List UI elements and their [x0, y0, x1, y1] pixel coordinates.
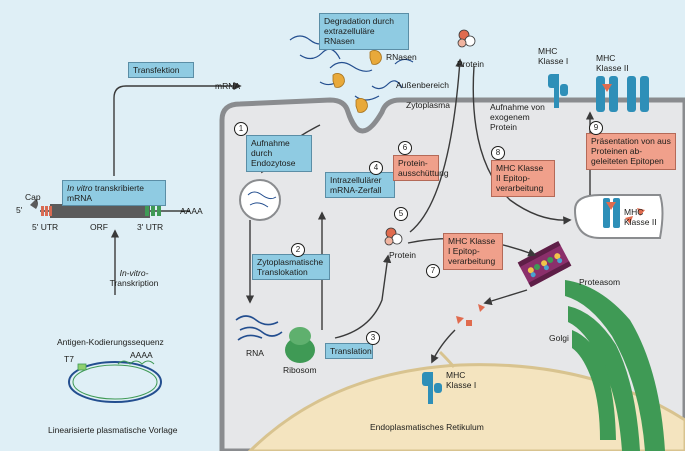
step-8: 8: [491, 146, 505, 160]
mhc-class-i-er: [422, 372, 442, 404]
aufnahme-endozytose-box: Aufnahme durch Endozytose: [246, 135, 312, 172]
step-3: 3: [366, 331, 380, 345]
cytoplasm-rna: [235, 315, 283, 341]
step-2: 2: [291, 243, 305, 257]
step-1: 1: [234, 122, 248, 136]
protein-ausschuettung-box: Protein-ausschüttung: [393, 155, 449, 182]
mhc-klasse-i-top-label: MHC Klasse I: [538, 46, 569, 67]
plasmid: [68, 360, 162, 403]
translation-box: Translation: [325, 343, 373, 360]
utr5-label: 5' UTR: [32, 222, 59, 232]
polya-plasmid-label: AAAA: [130, 350, 153, 360]
antigen-label: Antigen-Kodierungssequenz: [57, 337, 164, 347]
invitro-transkription-italic: In-vitro-: [119, 268, 149, 278]
er-label: Endoplasmatisches Retikulum: [370, 422, 484, 432]
step-5: 5: [394, 207, 408, 221]
rnases: [332, 50, 382, 113]
rna-label: RNA: [246, 348, 264, 358]
mhc-class-i-top: [548, 74, 568, 108]
protein-glyphs: [384, 29, 476, 246]
mhc2-epitop-box: MHC Klasse II Epitop-verarbeitung: [491, 160, 555, 197]
invitro-transkription-label: In-vitro- Transkription: [99, 268, 169, 288]
golgi-label: Golgi: [549, 333, 569, 343]
transfektion-box: Transfektion: [128, 62, 194, 79]
step-9: 9: [589, 121, 603, 135]
mhc-class-ii-vesicle: [603, 198, 620, 228]
endosome-vesicle: [239, 179, 281, 221]
peptides: [456, 208, 645, 326]
ribosom-label: Ribosom: [283, 365, 317, 375]
golgi-stacks: [565, 280, 665, 451]
invitro-mrna-rest: transkribierte mRNA: [67, 183, 145, 204]
step-7: 7: [426, 264, 440, 278]
protein-mid-label: Protein: [389, 250, 416, 260]
polya-label: AAAA: [180, 206, 203, 216]
five-prime-label: 5': [16, 205, 23, 215]
proteasome: [517, 240, 572, 288]
proteasom-label: Proteasom: [579, 277, 621, 287]
invitro-transkription-rest: Transkription: [109, 278, 159, 289]
endosome-pocket: [349, 111, 381, 132]
orf-label: ORF: [90, 222, 108, 232]
step-6: 6: [398, 141, 412, 155]
invitro-mrna-italic: In vitro: [67, 183, 93, 193]
utr3-label: 3' UTR: [137, 222, 164, 232]
mhc1-epitop-box: MHC Klasse I Epitop-verarbeitung: [443, 233, 503, 270]
mrna-construct: [30, 199, 190, 218]
aufnahme-exogen-label: Aufnahme von exogenem Protein: [490, 102, 545, 133]
cap-label: Cap: [25, 192, 41, 202]
praesentation-box: Präsentation von aus Proteinen ab-geleit…: [586, 133, 676, 170]
t7-label: T7: [64, 354, 74, 364]
step-4: 4: [369, 161, 383, 175]
rnasen-label: RNasen: [386, 52, 417, 62]
mhc-klasse-ii-top-label: MHC Klasse II: [596, 53, 629, 74]
mhc-class-ii-top: [596, 76, 649, 112]
invitro-mrna-box: In vitro transkribierte mRNA: [62, 180, 166, 207]
aussenbereich-label: Außenbereich: [396, 80, 449, 90]
mrna-label: mRNA: [215, 81, 241, 91]
zytoplasmatische-translokation-box: Zytoplasmatische Translokation: [252, 254, 330, 281]
er-fold: [438, 350, 456, 368]
linearisierte-label: Linearisierte plasmatische Vorlage: [48, 425, 178, 435]
mhc-klasse-ii-mid-label: MHC Klasse II: [624, 207, 657, 228]
degradation-box: Degradation durch extrazelluläre RNasen: [319, 13, 409, 50]
ribosome: [285, 327, 315, 363]
zytoplasma-label: Zytoplasma: [406, 100, 450, 110]
protein-top-label: Protein: [457, 59, 484, 69]
mhc-klasse-i-er-label: MHC Klasse I: [446, 370, 477, 391]
intrazellulaer-zerfall-box: Intrazellulärer mRNA-Zerfall: [325, 172, 395, 199]
